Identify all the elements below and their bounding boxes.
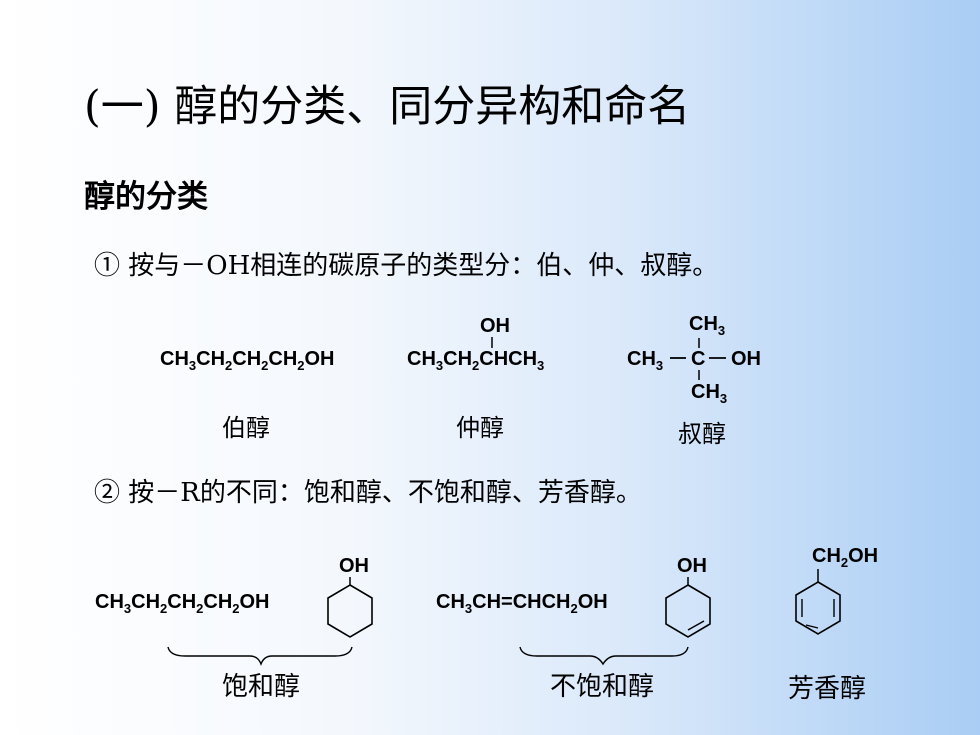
page-title: (一) 醇的分类、同分异构和命名 <box>84 82 691 132</box>
formula-tert-butanol: CH3 CH3 C OH CH3 <box>627 313 761 406</box>
formula-2-butanol: OH CH3CH2CHCH3 <box>407 315 544 373</box>
label-secondary-alcohol: 仲醇 <box>456 414 504 442</box>
formula-butanol: CH3CH2CH2CH2OH <box>160 348 335 373</box>
svg-text:OH: OH <box>731 348 761 370</box>
label-aromatic-alcohol: 芳香醇 <box>788 674 867 704</box>
cyclohexenol-structure: OH <box>665 555 711 638</box>
brace-saturated <box>167 646 353 666</box>
label-unsaturated-alcohol: 不饱和醇 <box>550 672 655 702</box>
classification-point-2: ② 按－R的不同：饱和醇、不饱和醇、芳香醇。 <box>94 478 642 508</box>
svg-text:OH: OH <box>677 555 707 577</box>
svg-text:CH2OH: CH2OH <box>812 545 878 570</box>
label-primary-alcohol: 伯醇 <box>222 414 270 442</box>
section-heading: 醇的分类 <box>84 179 208 215</box>
benzyl-alcohol-structure: CH2OH <box>795 545 878 635</box>
label-tertiary-alcohol: 叔醇 <box>678 420 726 448</box>
svg-text:CH3: CH3 <box>689 313 725 338</box>
label-saturated-alcohol: 饱和醇 <box>222 672 301 702</box>
svg-text:OH: OH <box>480 315 510 337</box>
formula-butanol-2: CH3CH2CH2CH2OH <box>95 591 270 616</box>
svg-text:CH3: CH3 <box>627 348 663 373</box>
formula-crotyl-alcohol: CH3CH=CHCH2OH <box>436 591 608 616</box>
svg-text:CH3: CH3 <box>691 381 727 406</box>
svg-text:CH3CH2CHCH3: CH3CH2CHCH3 <box>407 348 544 373</box>
cyclohexanol-structure: OH <box>327 555 373 638</box>
svg-text:OH: OH <box>339 555 369 577</box>
classification-point-1: ① 按与－OH相连的碳原子的类型分：伯、仲、叔醇。 <box>94 251 719 281</box>
brace-unsaturated <box>519 646 689 666</box>
svg-text:C: C <box>691 348 705 370</box>
